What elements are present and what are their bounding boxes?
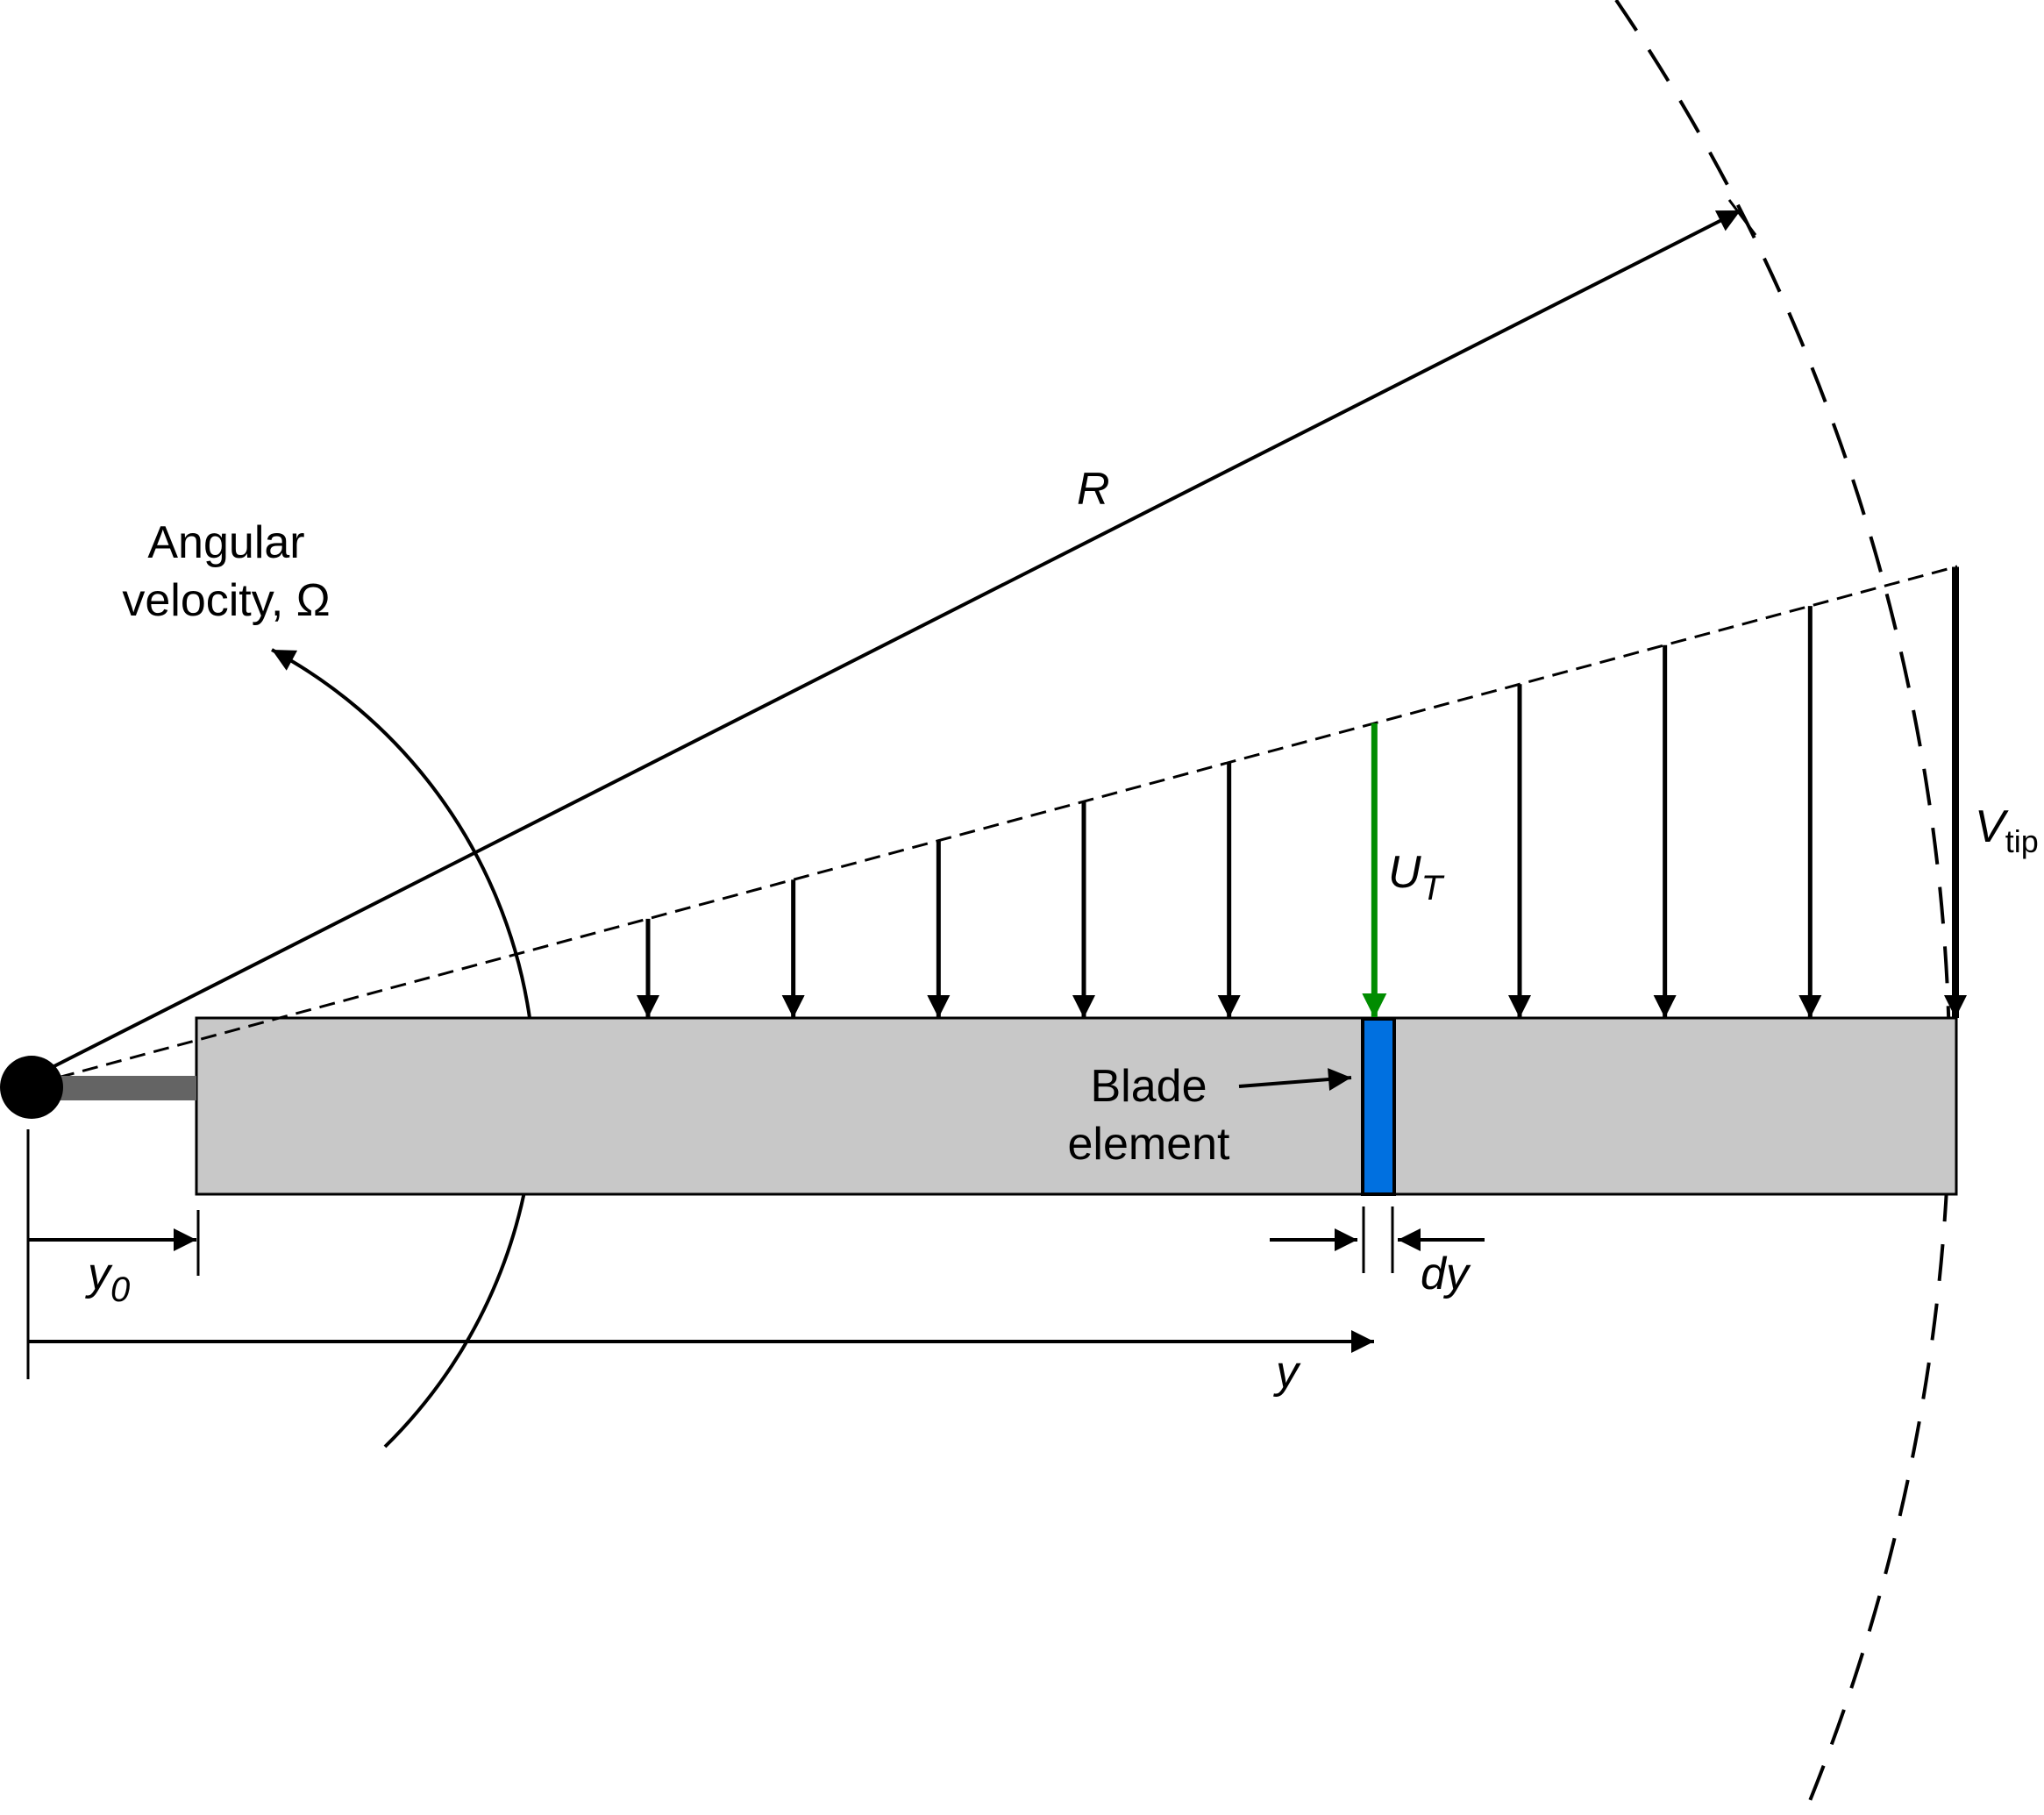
root-offset-symbol: y: [85, 1249, 113, 1299]
root-offset-label: y0: [85, 1249, 130, 1309]
radius-tick: [1727, 199, 1757, 236]
tip-velocity-subscript: tip: [2005, 823, 2039, 859]
velocity-envelope-line: [34, 565, 1958, 1085]
root-offset-subscript: 0: [110, 1270, 130, 1309]
blade-element: [1361, 1017, 1396, 1196]
velocity-arrows: [637, 566, 1967, 1018]
blade-element-label-line2: element: [1068, 1119, 1231, 1170]
blade-element-label-line1: Blade: [1091, 1061, 1207, 1112]
tangential-velocity-label: UT: [1388, 847, 1445, 908]
tangential-velocity-subscript: T: [1421, 869, 1445, 908]
radius-arrow: [43, 209, 1741, 1073]
tangential-velocity-symbol: U: [1388, 847, 1421, 898]
radius-label: R: [1077, 464, 1110, 515]
tip-velocity-label: Vtip: [1975, 801, 2039, 859]
blade-element-pointer: [1238, 1068, 1352, 1091]
hub: [0, 1056, 63, 1119]
element-width-label: dy: [1421, 1249, 1471, 1299]
shaft: [53, 1076, 196, 1100]
angular-velocity-label-line1: Angular: [147, 517, 304, 568]
blade: [195, 1016, 1958, 1196]
tip-velocity-symbol: V: [1975, 801, 2009, 852]
radial-position-label: y: [1273, 1347, 1301, 1398]
angular-velocity-label-line2: velocity, Ω: [122, 575, 330, 626]
